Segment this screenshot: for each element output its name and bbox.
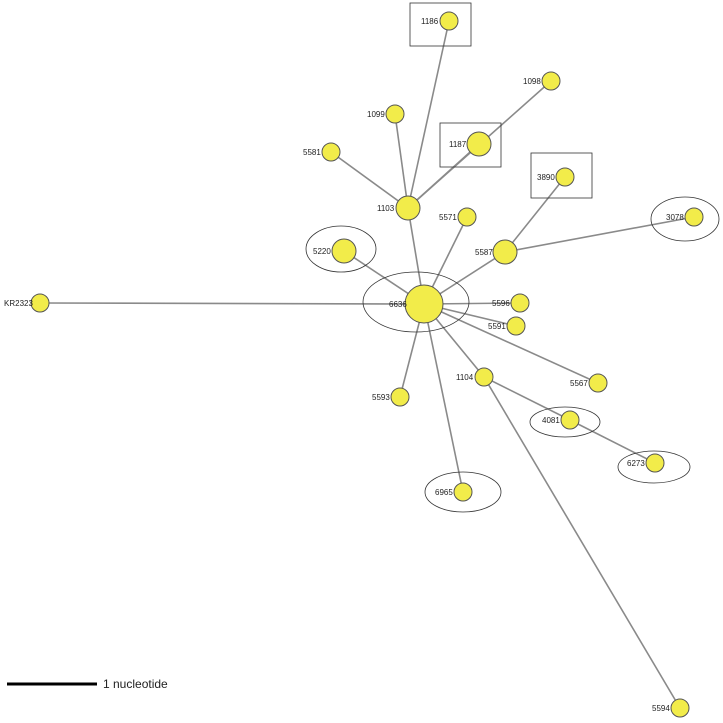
node-5571	[457, 207, 477, 227]
edges	[39, 20, 695, 709]
box-3890	[530, 152, 593, 199]
node-label-5591: 5591	[488, 322, 506, 331]
edge-1103-1186	[407, 20, 450, 209]
node-4081	[560, 410, 580, 430]
node-5567	[588, 373, 608, 393]
ring-3078	[650, 196, 720, 242]
edge-1103-5581	[330, 151, 409, 209]
box-1186	[409, 2, 472, 47]
node-label-3078: 3078	[666, 213, 684, 222]
node-5594	[670, 698, 690, 718]
edge-1103-1187	[407, 143, 480, 209]
node-label-5567: 5567	[570, 379, 588, 388]
ring-6636	[362, 271, 470, 333]
node-label-1099: 1099	[367, 110, 385, 119]
edge-1104-4081	[483, 376, 571, 421]
ring-6273	[617, 450, 691, 484]
highlight-markers	[305, 2, 720, 513]
node-label-5594: 5594	[652, 704, 670, 713]
edge-6636-5567	[423, 303, 599, 384]
box-1187	[439, 122, 502, 168]
node-label-5593: 5593	[372, 393, 390, 402]
node-1103	[395, 195, 421, 221]
node-5596	[510, 293, 530, 313]
edge-4081-6273	[569, 419, 656, 464]
node-5220	[331, 238, 357, 264]
node-label-5220: 5220	[313, 247, 331, 256]
edge-6636-KR2323	[39, 302, 425, 305]
node-label-6273: 6273	[627, 459, 645, 468]
node-label-6965: 6965	[435, 488, 453, 497]
node-label-1103: 1103	[377, 204, 395, 213]
node-6273	[645, 453, 665, 473]
edge-5587-3890	[504, 176, 566, 253]
node-1187	[466, 131, 492, 157]
node-6636	[404, 284, 444, 324]
node-label-3890: 3890	[537, 173, 555, 182]
ring-6965	[424, 471, 502, 513]
node-6965	[453, 482, 473, 502]
node-5591	[506, 316, 526, 336]
node-5587	[492, 239, 518, 265]
edge-6636-6965	[423, 303, 464, 493]
node-label-KR2323: KR2323	[4, 299, 33, 308]
node-label-5571: 5571	[439, 213, 457, 222]
ring-4081	[529, 406, 601, 438]
node-label-1187: 1187	[449, 140, 467, 149]
node-3078	[684, 207, 704, 227]
node-1098	[541, 71, 561, 91]
edge-1104-5594	[483, 376, 681, 709]
scale-label: 1 nucleotide	[103, 677, 168, 691]
node-label-5587: 5587	[475, 248, 493, 257]
node-5593	[390, 387, 410, 407]
node-label-6636: 6636	[389, 300, 407, 309]
node-3890	[555, 167, 575, 187]
node-label-4081: 4081	[542, 416, 560, 425]
node-1104	[474, 367, 494, 387]
nodes: 6636 1186 1098 1099 1187 5581 3890 1103 5571 3078…	[4, 11, 704, 718]
node-KR2323	[30, 293, 50, 313]
node-label-5596: 5596	[492, 299, 510, 308]
ring-5220	[305, 225, 377, 273]
node-5581	[321, 142, 341, 162]
node-label-5581: 5581	[303, 148, 321, 157]
edge-1103-1099	[394, 113, 409, 209]
node-label-1104: 1104	[456, 373, 474, 382]
node-label-1098: 1098	[523, 77, 541, 86]
node-1186	[439, 11, 459, 31]
node-label-1186: 1186	[421, 17, 439, 26]
edge-5587-3078	[504, 216, 695, 253]
node-1099	[385, 104, 405, 124]
